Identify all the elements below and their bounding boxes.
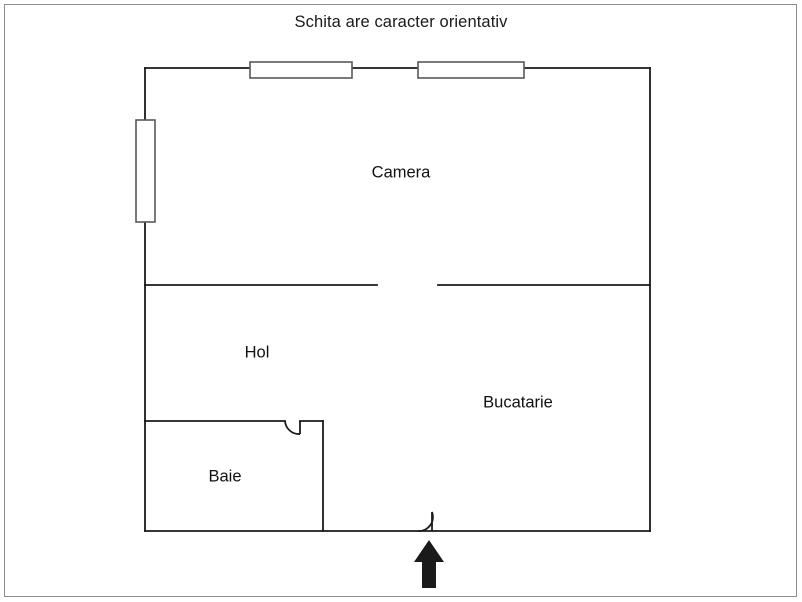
windows-group: [135, 61, 525, 223]
room-label-bucatarie: Bucatarie: [483, 393, 553, 412]
room-label-hol: Hol: [244, 343, 270, 362]
walls-group: [144, 67, 651, 532]
room-label-baie: Baie: [208, 467, 242, 486]
door-baie-arc: [284, 420, 301, 435]
room-label-camera: Camera: [371, 163, 431, 182]
window-camera-top-right: [417, 61, 525, 79]
door-entrance-arc: [417, 511, 434, 532]
doors-group: [284, 420, 434, 532]
page-title: Schita are caracter orientativ: [294, 13, 508, 31]
entrance-arrow-icon: [414, 540, 444, 588]
window-camera-top-left: [249, 61, 353, 79]
window-camera-left: [135, 119, 156, 223]
